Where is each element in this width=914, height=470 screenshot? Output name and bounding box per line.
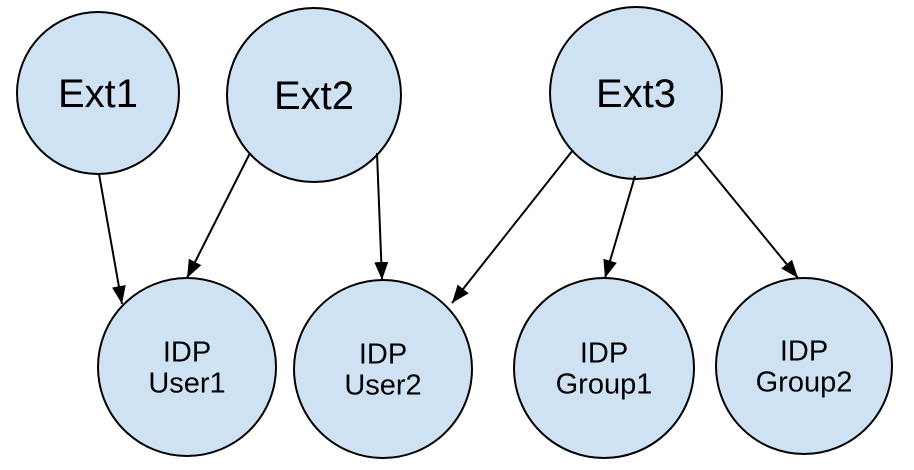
node-ext3: Ext3 [549, 6, 723, 180]
node-label-ext1: Ext1 [58, 72, 138, 116]
edge-ext3-to-group1 [603, 175, 636, 279]
node-circle-ext3 [549, 6, 723, 180]
edge-ext3-to-user2 [451, 149, 574, 304]
node-label-ext3: Ext3 [596, 72, 676, 116]
node-circle-ext1 [16, 11, 180, 175]
edge-ext1-to-user1 [98, 173, 126, 305]
node-ext1: Ext1 [16, 11, 180, 175]
node-ext2: Ext2 [226, 7, 402, 183]
node-circle-group1 [513, 277, 695, 459]
edge-ext2-to-user1 [186, 152, 251, 279]
edge-layer [98, 149, 799, 305]
node-circle-group2 [715, 277, 893, 455]
node-circle-ext2 [226, 7, 402, 183]
node-label-ext2: Ext2 [274, 74, 354, 118]
edge-ext2-to-user2 [374, 152, 389, 281]
node-circle-user2 [293, 279, 473, 459]
edge-ext3-to-group2 [694, 151, 799, 279]
